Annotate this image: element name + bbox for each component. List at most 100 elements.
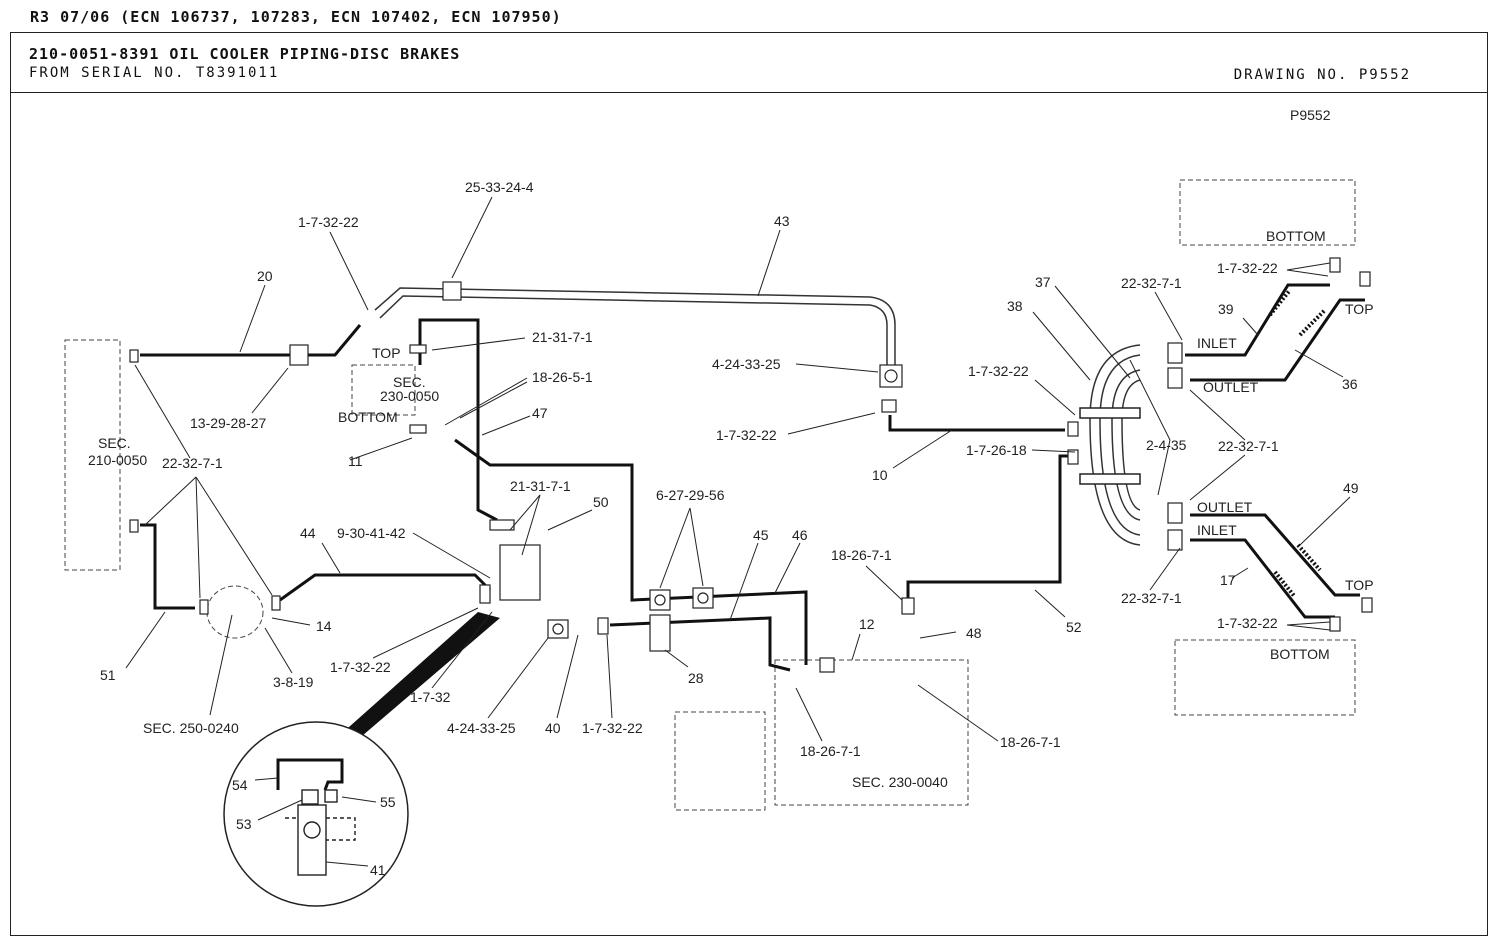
phantom-pump bbox=[674, 711, 766, 811]
callout-1-7-32-22-b: 1-7-32-22 bbox=[716, 427, 777, 443]
callout-4-24-33-25-b: 4-24-33-25 bbox=[447, 720, 516, 736]
clamp-28 bbox=[649, 614, 671, 652]
callout-22-32-7-1-d: 22-32-7-1 bbox=[1121, 590, 1182, 606]
valve-13 bbox=[289, 344, 309, 366]
callout-1-7-32-22-a: 1-7-32-22 bbox=[298, 214, 359, 230]
callout-51: 51 bbox=[100, 667, 116, 683]
callout-3-8-19: 3-8-19 bbox=[273, 674, 314, 690]
sec-210-0050-label-b: 210-0050 bbox=[88, 452, 147, 468]
callout-1-7-26-18: 1-7-26-18 bbox=[966, 442, 1027, 458]
hose-10 bbox=[888, 415, 1065, 432]
drawing-frame: 210-0051-8391 OIL COOLER PIPING-DISC BRA… bbox=[10, 32, 1488, 936]
callout-37: 37 bbox=[1035, 274, 1051, 290]
cooler-tubes bbox=[1089, 344, 1141, 546]
callout-18-26-7-1-a: 18-26-7-1 bbox=[831, 547, 892, 563]
callout-1-7-32-22-c: 1-7-32-22 bbox=[330, 659, 391, 675]
callout-14: 14 bbox=[316, 618, 332, 634]
callout-38: 38 bbox=[1007, 298, 1023, 314]
callout-44: 44 bbox=[300, 525, 316, 541]
word-top-r1: TOP bbox=[1345, 301, 1374, 317]
callout-40: 40 bbox=[545, 720, 561, 736]
callout-22-32-7-1-c: 22-32-7-1 bbox=[1218, 438, 1279, 454]
hose-20 bbox=[140, 324, 362, 357]
serial-number: FROM SERIAL NO. T8391011 bbox=[29, 65, 280, 81]
phantom-sec-210-0050 bbox=[64, 339, 121, 571]
callout-1-7-32-22-g: 1-7-32-22 bbox=[1217, 615, 1278, 631]
callout-10: 10 bbox=[872, 467, 888, 483]
phantom-sec-230-0050 bbox=[351, 364, 416, 416]
word-outlet-2: OUTLET bbox=[1197, 499, 1253, 515]
phantom-sec-250-0240 bbox=[206, 585, 264, 639]
word-inlet-1: INLET bbox=[1197, 335, 1237, 351]
manifold-valve bbox=[499, 544, 541, 601]
leader-lines bbox=[125, 196, 1351, 867]
callout-18-26-7-1-c: 18-26-7-1 bbox=[1000, 734, 1061, 750]
callout-54: 54 bbox=[232, 777, 248, 793]
sec-210-0050-label-a: SEC. bbox=[98, 435, 131, 451]
hose-49 bbox=[1190, 513, 1360, 597]
clamp-25 bbox=[442, 281, 462, 301]
callout-22-32-7-1-b: 22-32-7-1 bbox=[1121, 275, 1182, 291]
callout-18-26-5-1: 18-26-5-1 bbox=[532, 369, 593, 385]
word-top-r2: TOP bbox=[1345, 577, 1374, 593]
callout-49: 49 bbox=[1343, 480, 1359, 496]
callout-1-7-32-22-f: 1-7-32-22 bbox=[1217, 260, 1278, 276]
sec-250-0240-label: SEC. 250-0240 bbox=[143, 720, 239, 736]
callout-20: 20 bbox=[257, 268, 273, 284]
callout-43: 43 bbox=[774, 213, 790, 229]
callout-53: 53 bbox=[236, 816, 252, 832]
callout-36: 36 bbox=[1342, 376, 1358, 392]
phantom-brake-bottom bbox=[1174, 639, 1356, 716]
callout-12: 12 bbox=[859, 616, 875, 632]
sec-230-0040-label: SEC. 230-0040 bbox=[852, 774, 948, 790]
callout-13-29-28-27: 13-29-28-27 bbox=[190, 415, 266, 431]
callout-22-32-7-1-a: 22-32-7-1 bbox=[162, 455, 223, 471]
hose-guards bbox=[1268, 288, 1327, 599]
detail-contents bbox=[276, 758, 356, 876]
title-block: 210-0051-8391 OIL COOLER PIPING-DISC BRA… bbox=[11, 33, 1487, 93]
callout-18-26-7-1-b: 18-26-7-1 bbox=[800, 743, 861, 759]
hoses bbox=[140, 283, 1365, 672]
callout-21-31-7-1-b: 21-31-7-1 bbox=[510, 478, 571, 494]
cooler-clamps bbox=[1079, 407, 1141, 485]
hose-52 bbox=[906, 454, 1075, 610]
callout-4-24-33-25-a: 4-24-33-25 bbox=[712, 356, 781, 372]
callout-1-7-32-22-d: 1-7-32-22 bbox=[582, 720, 643, 736]
callout-28: 28 bbox=[688, 670, 704, 686]
callout-1-7-32: 1-7-32 bbox=[410, 689, 451, 705]
word-top-left: TOP bbox=[372, 345, 401, 361]
callout-46: 46 bbox=[792, 527, 808, 543]
callout-45: 45 bbox=[753, 527, 769, 543]
callout-17: 17 bbox=[1220, 572, 1236, 588]
callout-6-27-29-56: 6-27-29-56 bbox=[656, 487, 725, 503]
word-inlet-2: INLET bbox=[1197, 522, 1237, 538]
drawing-number: DRAWING NO. P9552 bbox=[1233, 67, 1411, 83]
callout-47: 47 bbox=[532, 405, 548, 421]
callout-1-7-32-22-e: 1-7-32-22 bbox=[968, 363, 1029, 379]
hose-36 bbox=[1190, 298, 1365, 382]
word-bottom-r2: BOTTOM bbox=[1270, 646, 1330, 662]
hose-45 bbox=[609, 616, 791, 672]
hose-17 bbox=[1190, 538, 1335, 619]
callout-2-4-35: 2-4-35 bbox=[1146, 437, 1187, 453]
callout-11: 11 bbox=[348, 453, 363, 469]
hose-51 bbox=[140, 523, 195, 610]
callout-55: 55 bbox=[380, 794, 396, 810]
hose-44 bbox=[279, 573, 492, 602]
phantom-brake-top bbox=[1179, 179, 1356, 246]
callout-39: 39 bbox=[1218, 301, 1234, 317]
revision-note: R3 07/06 (ECN 106737, 107283, ECN 107402… bbox=[30, 8, 562, 26]
callout-25-33-24-4: 25-33-24-4 bbox=[465, 179, 534, 195]
word-bottom-left: BOTTOM bbox=[338, 409, 398, 425]
figure-id: P9552 bbox=[1290, 107, 1331, 123]
fittings bbox=[129, 257, 1373, 673]
hose-46 bbox=[454, 438, 808, 665]
callout-9-30-41-42: 9-30-41-42 bbox=[337, 525, 406, 541]
sec-230-0050-label-a: SEC. bbox=[393, 374, 426, 390]
drawing-title: 210-0051-8391 OIL COOLER PIPING-DISC BRA… bbox=[29, 45, 461, 63]
word-bottom-r1: BOTTOM bbox=[1266, 228, 1326, 244]
tube-43 bbox=[374, 287, 896, 365]
callout-21-31-7-1-a: 21-31-7-1 bbox=[532, 329, 593, 345]
callout-48: 48 bbox=[966, 625, 982, 641]
callout-41: 41 bbox=[370, 862, 386, 878]
